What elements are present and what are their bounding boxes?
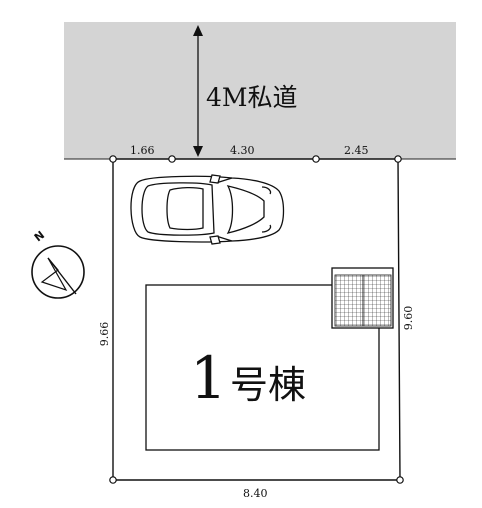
grid-hatch-icon: [331, 267, 394, 329]
building-number: 1: [190, 344, 227, 412]
building-suffix: 号棟: [230, 363, 306, 407]
dim-right: 9.60: [402, 306, 415, 331]
north-label: N: [32, 228, 47, 244]
dim-bottom: 8.40: [243, 487, 268, 500]
compass-icon: [31, 245, 85, 299]
car-icon: [130, 174, 285, 245]
dim-top-right: 2.45: [344, 144, 369, 157]
survey-points: [109, 155, 404, 484]
building-outline: [145, 284, 380, 451]
dim-left: 9.66: [98, 322, 111, 347]
road-width-arrow: [193, 25, 203, 157]
private-road: [64, 22, 456, 159]
dim-top-center: 4.30: [230, 144, 255, 157]
road-label: 4M私道: [206, 83, 298, 112]
dim-top-left: 1.66: [130, 144, 155, 157]
